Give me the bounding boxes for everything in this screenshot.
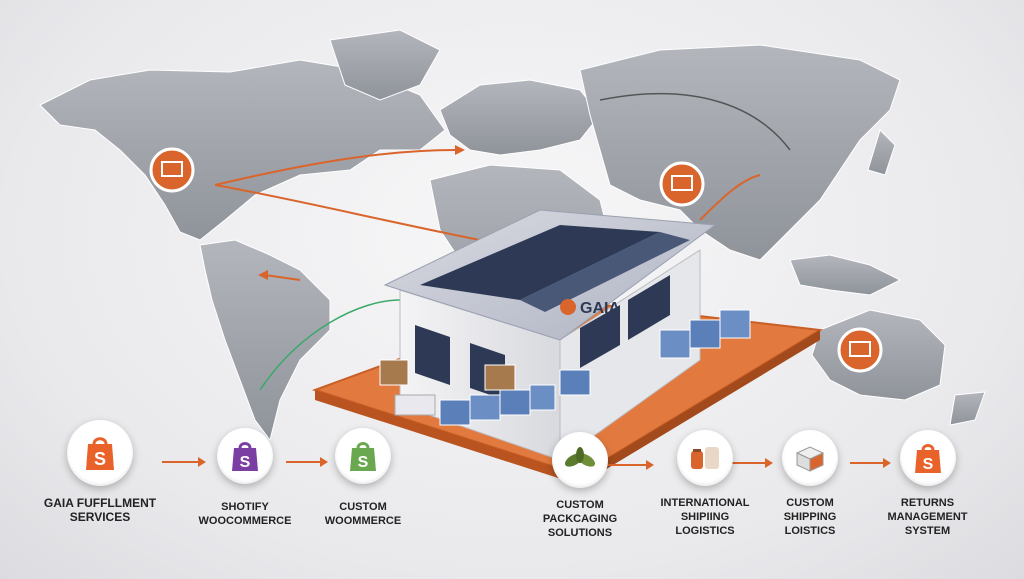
south-america-landmass <box>199 239 331 442</box>
box-icon <box>782 430 838 486</box>
pallet-boxes <box>379 309 751 426</box>
svg-text:S: S <box>240 454 251 471</box>
step-label: GAIA FUFFLLMENT SERVICES <box>43 496 157 524</box>
svg-text:S: S <box>358 454 369 471</box>
warehouse-roof-panel <box>420 225 660 300</box>
shopify-bag-icon: S <box>67 420 133 486</box>
route-arrowhead <box>455 145 465 155</box>
warehouse-platform-edge <box>315 390 580 485</box>
warehouse-brand: GAIA <box>580 300 620 317</box>
indonesia-landmass <box>789 254 902 296</box>
pin-asia <box>659 161 705 207</box>
shopify-green-bag-icon: S <box>335 428 391 484</box>
step-custom-shipping: CUSTOM SHIPPING LOISTICS <box>760 430 860 538</box>
step-label: SHOTIFY WOOCOMMERCE <box>198 501 292 527</box>
pin-north-america <box>149 147 195 193</box>
step-shotify-woocommerce: S SHOTIFY WOOCOMMERCE <box>190 428 300 528</box>
step-fulfillment-services: S GAIA FUFFLLMENT SERVICES <box>40 420 160 524</box>
step-custom-packaging: CUSTOM PACKCAGING SOLUTIONS <box>525 432 635 540</box>
warehouse-roof-panel <box>520 232 690 312</box>
warehouse-window <box>628 275 670 340</box>
step-label: CUSTOM SHIPPING LOISTICS <box>783 497 837 537</box>
step-international-shipping: INTERNATIONAL SHIPIING LOGISTICS <box>640 430 770 538</box>
step-label: INTERNATIONAL SHIPIING LOGISTICS <box>660 497 750 537</box>
warehouse-window <box>580 305 620 368</box>
pin-australia <box>837 327 883 373</box>
greenland-landmass <box>329 29 441 101</box>
jars-icon <box>677 430 733 486</box>
step-label: CUSTOM PACKCAGING SOLUTIONS <box>542 499 618 539</box>
step-label: CUSTOM WOOMMERCE <box>324 501 402 527</box>
route-arrow <box>699 174 761 221</box>
route-arrowhead <box>258 270 268 280</box>
europe-landmass <box>439 79 601 156</box>
north-america-landmass <box>39 59 446 241</box>
step-returns-management: S RETURNS MANAGEMENT SYSTEM <box>870 430 985 538</box>
route-arrow <box>214 184 506 246</box>
warehouse-platform-edge <box>580 330 820 485</box>
gaia-logo-mark <box>560 299 576 315</box>
flow-arrow <box>727 458 773 468</box>
flow-arrow <box>850 458 891 468</box>
route-arrow <box>214 149 456 186</box>
route-arrow <box>599 92 791 151</box>
svg-text:S: S <box>922 456 933 473</box>
leaf-icon <box>552 432 608 488</box>
flow-arrow <box>286 457 328 467</box>
flow-arrow <box>598 460 654 470</box>
route-arrow <box>264 274 301 281</box>
step-custom-woommerce: S CUSTOM WOOMMERCE <box>308 428 418 528</box>
asia-landmass <box>579 44 901 261</box>
svg-text:S: S <box>94 449 106 469</box>
new-zealand-landmass <box>949 391 986 426</box>
japan-landmass <box>867 129 896 176</box>
warehouse-window <box>415 325 450 385</box>
flow-arrow <box>162 457 206 467</box>
woocommerce-bag-icon: S <box>217 428 273 484</box>
route-arrow <box>259 299 401 391</box>
step-label: RETURNS MANAGEMENT SYSTEM <box>887 497 968 537</box>
shopify-bag-icon: S <box>899 430 956 486</box>
